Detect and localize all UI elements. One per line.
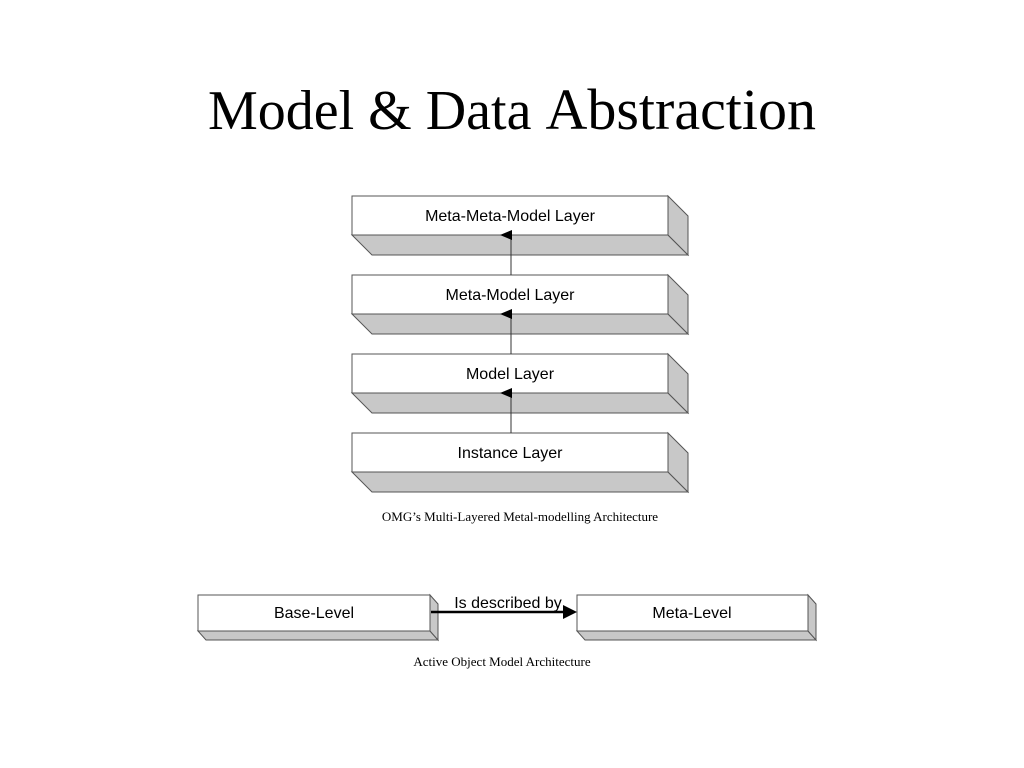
arrowhead-icon	[563, 605, 577, 619]
title-main-text: Model & Data	[207, 80, 546, 142]
layer-meta-model: Meta-Model Layer	[350, 273, 690, 336]
slide-title: Model & Data Abstraction	[0, 70, 1024, 151]
title-tail-text: Abstraction	[545, 77, 817, 142]
layer-instance: Instance Layer	[350, 431, 690, 494]
layer-label: Instance Layer	[458, 445, 564, 462]
layer-meta-meta-model: Meta-Meta-Model Layer	[350, 194, 690, 257]
relation-label: Is described by	[454, 595, 562, 612]
base-level-box: Base-Level	[196, 593, 440, 642]
meta-level-box: Meta-Level	[575, 593, 818, 642]
layer-model: Model Layer	[350, 352, 690, 415]
layer-label: Meta-Model Layer	[446, 287, 576, 304]
aom-caption: Active Object Model Architecture	[413, 654, 590, 669]
layer-label: Model Layer	[466, 366, 555, 383]
omg-caption: OMG’s Multi-Layered Metal-modelling Arch…	[382, 509, 658, 524]
layer-label: Meta-Meta-Model Layer	[425, 208, 596, 225]
meta-level-label: Meta-Level	[652, 605, 731, 622]
base-level-label: Base-Level	[274, 605, 354, 622]
